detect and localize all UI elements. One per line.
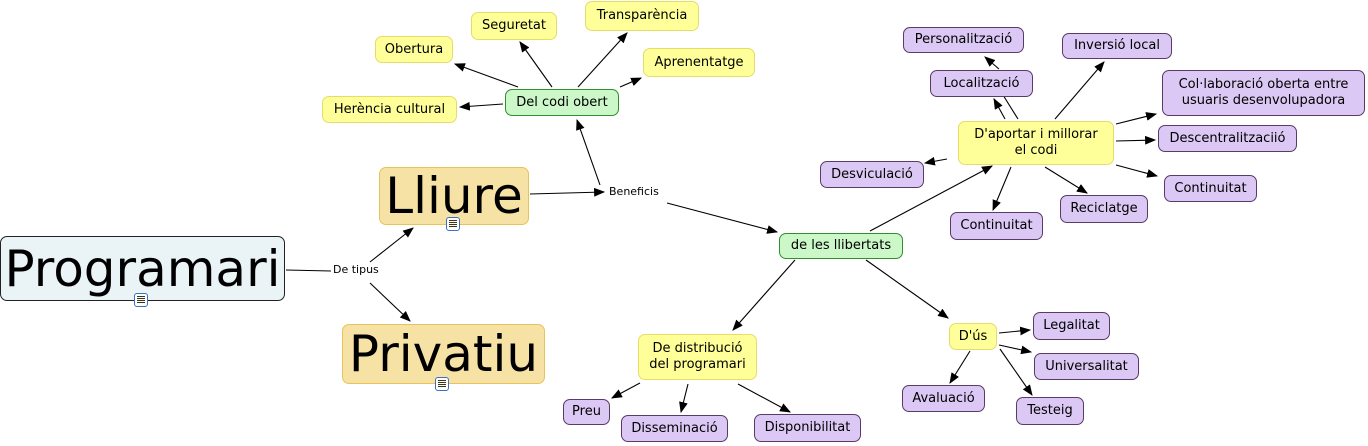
node-desviculacio[interactable]: Desviculació xyxy=(820,161,924,188)
node-transparencia[interactable]: Transparència xyxy=(585,1,699,31)
document-icon[interactable] xyxy=(134,293,148,307)
node-dus[interactable]: D'ús xyxy=(949,323,997,350)
node-seguretat[interactable]: Seguretat xyxy=(471,12,557,40)
node-disseminacio[interactable]: Disseminació xyxy=(621,415,728,442)
node-localitzacio[interactable]: Localització xyxy=(930,70,1033,97)
node-continuitat-right[interactable]: Continuitat xyxy=(1164,175,1257,202)
node-universalitat[interactable]: Universalitat xyxy=(1034,353,1139,380)
node-obertura[interactable]: Obertura xyxy=(375,36,453,63)
node-testeig[interactable]: Testeig xyxy=(1016,397,1084,425)
node-herencia-cultural[interactable]: Herència cultural xyxy=(322,96,457,123)
node-aprenentatge[interactable]: Aprenentatge xyxy=(643,48,755,77)
node-de-les-llibertats[interactable]: de les llibertats xyxy=(779,233,903,259)
node-reciclatge[interactable]: Reciclatge xyxy=(1060,195,1148,223)
node-daportar-i-millorar[interactable]: D'aportar i millorar el codi xyxy=(958,121,1114,165)
document-icon[interactable] xyxy=(446,217,460,231)
node-personalitzacio[interactable]: Personalització xyxy=(903,27,1024,53)
node-descentralitzacio[interactable]: Descentralitzaciió xyxy=(1158,125,1297,152)
link-label-de-tipus[interactable]: De tipus xyxy=(331,263,381,276)
node-continuitat-bottom[interactable]: Continuitat xyxy=(950,212,1043,240)
node-lliure[interactable]: Lliure xyxy=(379,167,529,225)
document-icon[interactable] xyxy=(435,377,449,391)
node-disponibilitat[interactable]: Disponibilitat xyxy=(754,414,861,442)
node-legalitat[interactable]: Legalitat xyxy=(1033,312,1110,340)
node-preu[interactable]: Preu xyxy=(563,399,610,425)
node-avaluacio[interactable]: Avaluació xyxy=(902,385,985,412)
node-collaboracio[interactable]: Col·laboració oberta entre usuaris desen… xyxy=(1162,70,1365,116)
node-programari[interactable]: Programari xyxy=(0,236,285,301)
node-inversio-local[interactable]: Inversió local xyxy=(1062,33,1172,59)
link-label-beneficis[interactable]: Beneficis xyxy=(607,185,661,198)
node-de-distribucio[interactable]: De distribució del programari xyxy=(638,334,757,380)
node-privatiu[interactable]: Privatiu xyxy=(342,324,545,384)
node-del-codi-obert[interactable]: Del codi obert xyxy=(505,89,619,116)
